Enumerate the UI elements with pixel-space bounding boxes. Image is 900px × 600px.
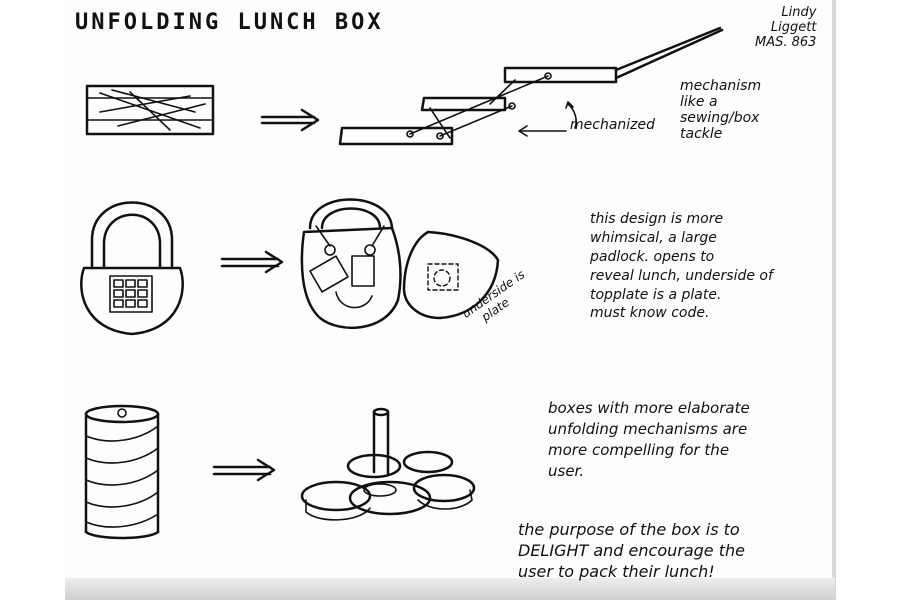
- folded-box-sketch: [85, 84, 215, 136]
- padlock-sketch: [80, 201, 184, 336]
- note-mechanisms: boxes with more elaborate unfolding mech…: [548, 398, 750, 482]
- note-purpose-line: DELIGHT and encourage the: [518, 540, 745, 560]
- arrow-icon: [220, 250, 284, 274]
- course-id: MAS. 863: [755, 34, 817, 50]
- author-last-name: Liggett: [770, 19, 817, 35]
- note-mechanism-line: tackle: [680, 126, 723, 143]
- label-mechanized: mechanized: [570, 117, 656, 133]
- note-mechanism-line: mechanism: [680, 78, 762, 94]
- note-mechanisms-line: unfolding mechanisms are: [548, 420, 748, 438]
- paper-edge: [832, 0, 836, 600]
- plate-sketch: [402, 230, 500, 320]
- note-purpose: the purpose of the box is to DELIGHT and…: [518, 520, 745, 582]
- note-mechanism-line: sewing/box: [680, 110, 760, 127]
- note-padlock-line: topplate is a plate.: [590, 286, 722, 303]
- unfolded-tiers-sketch: [338, 26, 724, 146]
- arrow-icon: [212, 458, 276, 482]
- note-mechanism: mechanism like a sewing/box tackle: [680, 78, 761, 142]
- author-block: Lindy Liggett MAS. 863: [755, 5, 817, 51]
- cylinder-box-sketch: [84, 404, 160, 540]
- open-padlock-sketch: [300, 198, 402, 329]
- note-padlock: this design is more whimsical, a large p…: [590, 210, 773, 323]
- note-mechanisms-line: user.: [548, 462, 585, 480]
- note-mechanism-line: like a: [680, 94, 718, 111]
- unfolded-cylinder-sketch: [300, 407, 476, 521]
- note-mechanisms-line: more compelling for the: [548, 441, 730, 459]
- pointer-arrow-icon: [518, 101, 577, 137]
- author-first-name: Lindy: [781, 5, 817, 20]
- scan-shadow: [65, 578, 835, 600]
- note-padlock-line: this design is more: [590, 211, 724, 227]
- note-purpose-line: user to pack their lunch!: [518, 561, 715, 581]
- note-padlock-line: must know code.: [590, 305, 710, 322]
- note-padlock-line: padlock. opens to: [590, 248, 715, 265]
- note-mechanisms-line: boxes with more elaborate: [548, 399, 750, 417]
- note-purpose-line: the purpose of the box is to: [518, 520, 740, 539]
- arrow-icon: [260, 108, 320, 132]
- sketch-title: UNFOLDING LUNCH BOX: [75, 10, 384, 35]
- note-padlock-line: reveal lunch, underside of: [590, 267, 773, 284]
- note-padlock-line: whimsical, a large: [590, 229, 717, 246]
